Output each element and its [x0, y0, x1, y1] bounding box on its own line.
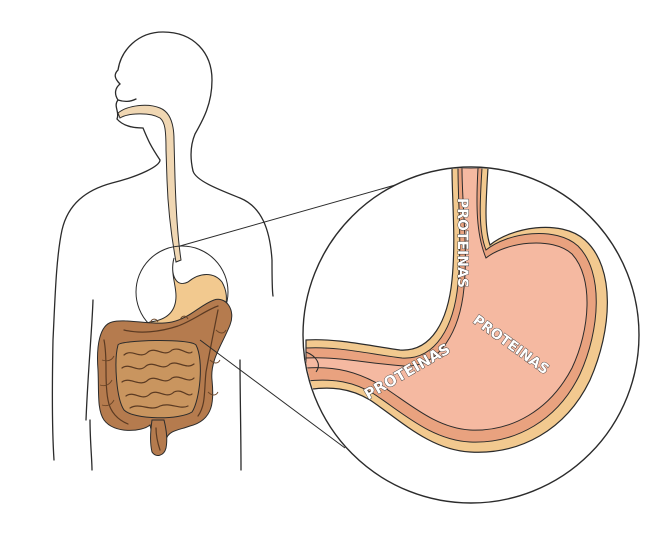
stomach-lining: [305, 168, 588, 431]
zoom-connector-lines: [179, 177, 421, 449]
esophagus: [117, 104, 182, 263]
magnified-stomach-view: PROTEINAS PROTEINAS PROTEINAS: [302, 166, 640, 504]
intestines: [97, 298, 233, 456]
stomach-label-column: PROTEINAS: [454, 198, 471, 289]
body-silhouette: [51, 31, 274, 471]
stomach-label-column-text: PROTEINAS: [454, 198, 470, 288]
